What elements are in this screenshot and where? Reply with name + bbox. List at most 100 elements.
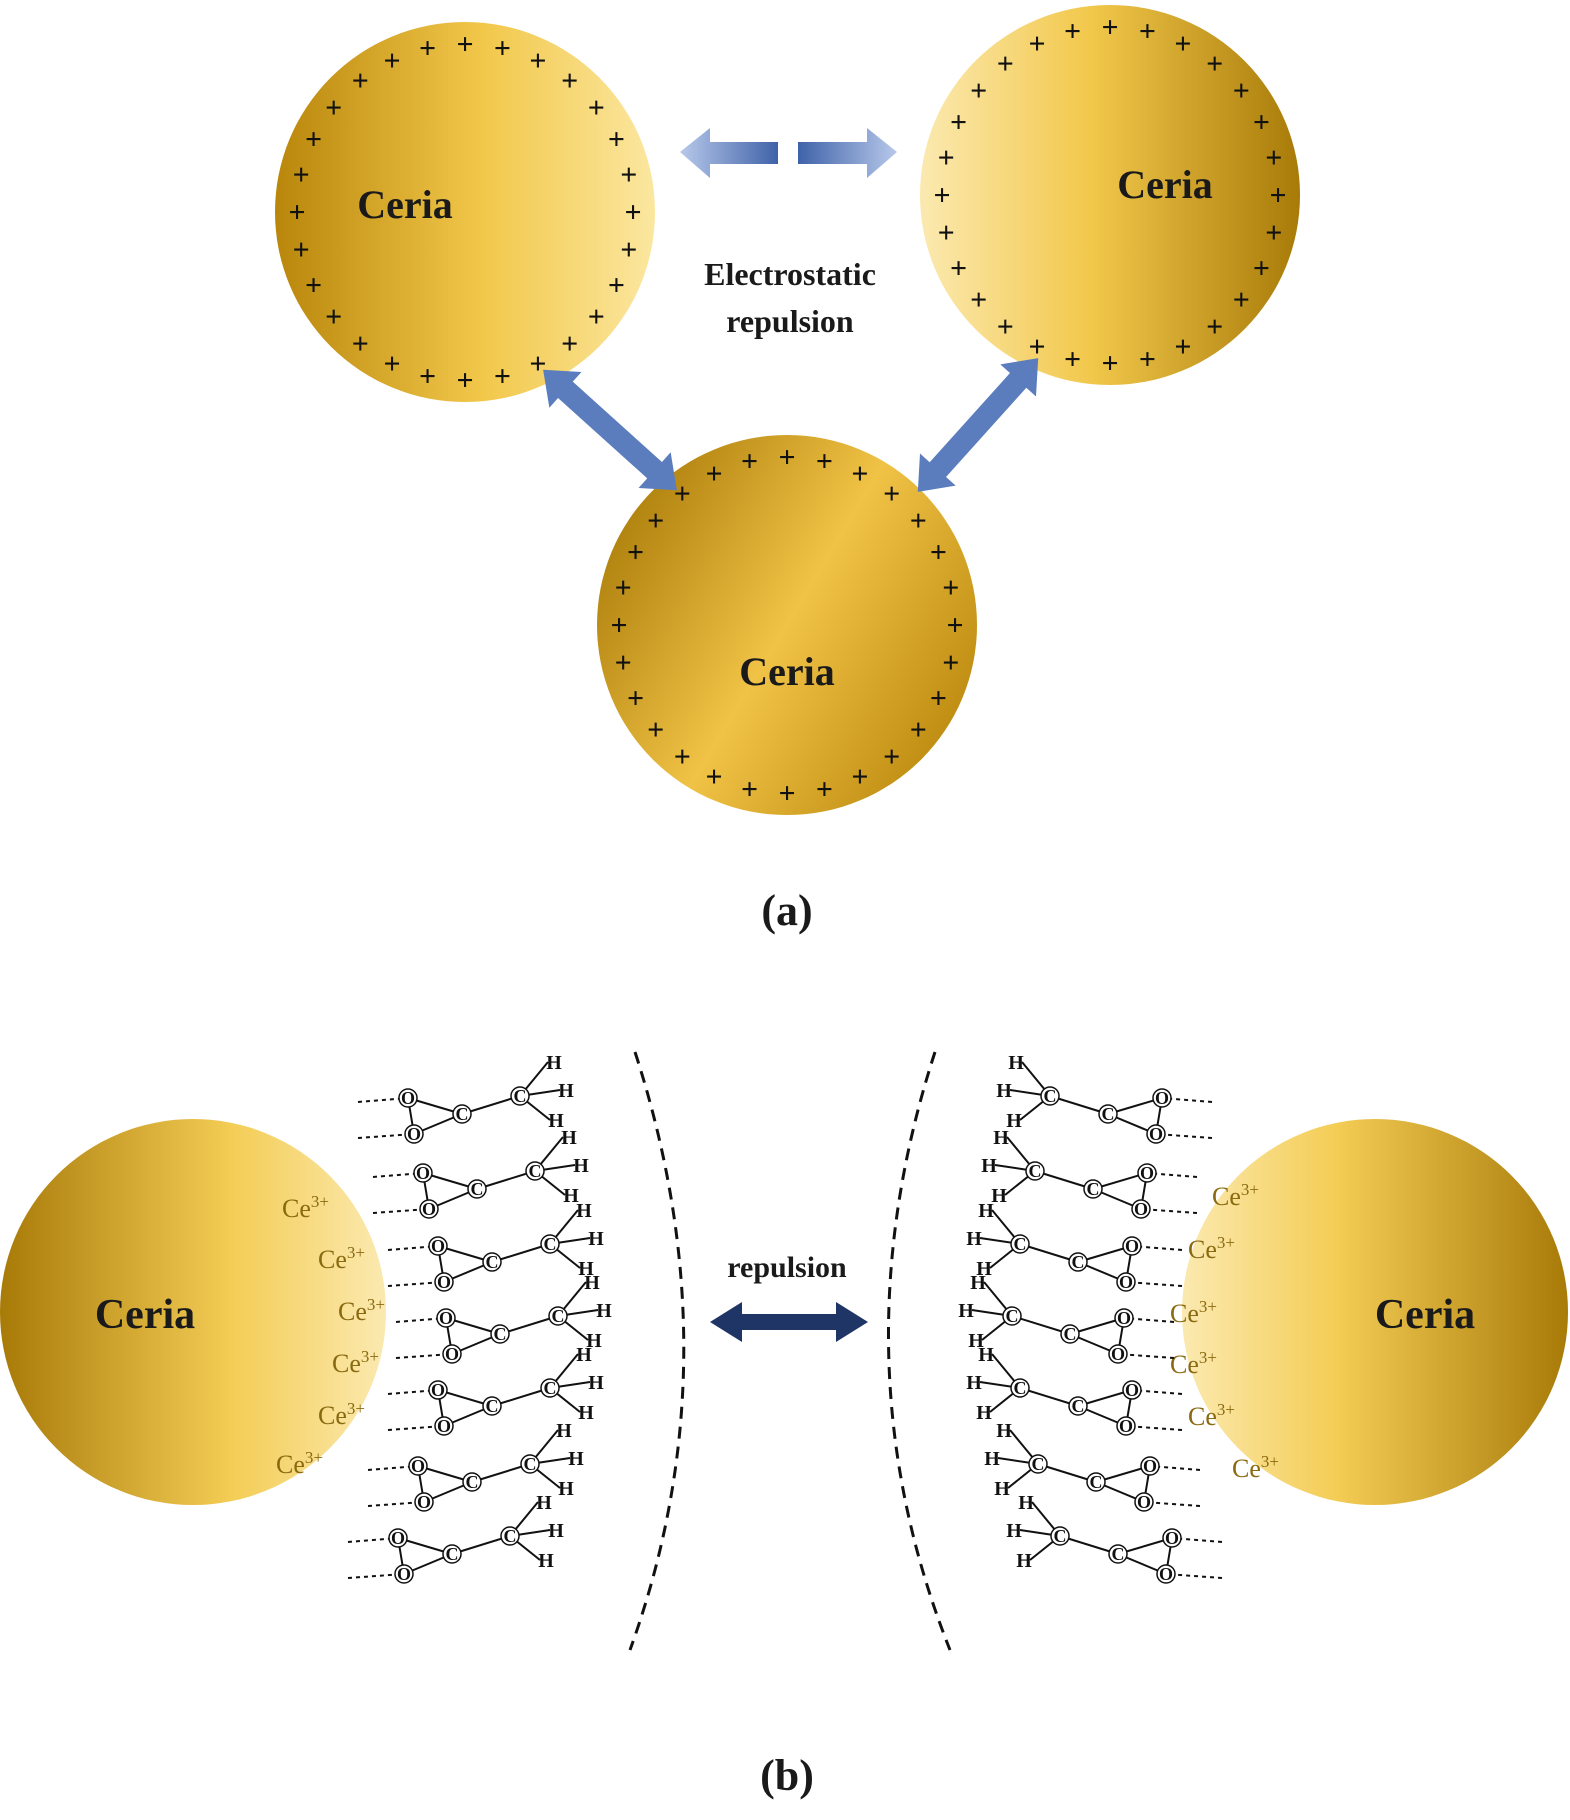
- positive-charge-symbol: +: [1253, 106, 1270, 139]
- hydrogen-atom: H: [596, 1300, 612, 1322]
- repulsion-arrow-b: [710, 1302, 868, 1342]
- positive-charge-symbol: +: [674, 478, 691, 511]
- atom-symbol: C: [514, 1086, 527, 1106]
- positive-charge-symbol: +: [1253, 252, 1270, 285]
- particle-label-top-right: Ceria: [1117, 162, 1213, 207]
- positive-charge-symbol: +: [816, 773, 833, 806]
- atom-symbol: O: [1111, 1344, 1125, 1364]
- oxygen-atom: [398, 1088, 418, 1108]
- carbon-atom: [525, 1161, 545, 1181]
- atom-symbol: O: [1155, 1088, 1169, 1108]
- arrow-right-half: [798, 128, 897, 178]
- repulsion-arrow-horizontal: [680, 128, 897, 178]
- carbon-atom: [520, 1454, 540, 1474]
- hydrogen-atom: H: [991, 1185, 1007, 1207]
- hydrogen-atom: H: [546, 1052, 562, 1074]
- oxygen-atom: [442, 1344, 462, 1364]
- ceria-particle-right: [1182, 1119, 1568, 1505]
- oxygen-atom: [1122, 1380, 1142, 1400]
- positive-charge-symbol: +: [561, 65, 578, 98]
- atom-symbol: C: [529, 1161, 542, 1181]
- atom-symbol: O: [1125, 1380, 1139, 1400]
- positive-charge-symbol: +: [293, 233, 310, 266]
- carbon-atom: [442, 1544, 462, 1564]
- hydrogen-atom: H: [573, 1155, 589, 1177]
- positive-charge-symbol: +: [741, 773, 758, 806]
- positive-charge-symbol: +: [938, 142, 955, 175]
- oxygen-atom: [428, 1236, 448, 1256]
- hydrogen-atom: H: [970, 1272, 986, 1294]
- positive-charge-symbol: +: [706, 458, 723, 491]
- oxygen-atom: [394, 1564, 414, 1584]
- positive-charge-symbol: +: [529, 45, 546, 78]
- positive-charge-symbol: +: [930, 682, 947, 715]
- atom-symbol: O: [416, 1163, 430, 1183]
- oxygen-atom: [1134, 1492, 1154, 1512]
- atom-symbol: O: [1119, 1416, 1133, 1436]
- oxygen-atom: [434, 1272, 454, 1292]
- hydrogen-atom: H: [578, 1258, 594, 1280]
- arrow-left-half: [680, 128, 778, 178]
- interaction-label-b: repulsion: [727, 1251, 847, 1284]
- atom-symbol: C: [1054, 1526, 1067, 1546]
- positive-charge-symbol: +: [293, 159, 310, 192]
- carbon-atom: [1098, 1104, 1118, 1124]
- positive-charge-symbol: +: [706, 760, 723, 793]
- hydrogen-atom: H: [588, 1372, 604, 1394]
- atom-symbol: O: [431, 1380, 445, 1400]
- hydrogen-atom: H: [558, 1478, 574, 1500]
- positive-charge-symbol: +: [997, 48, 1014, 81]
- positive-charge-symbol: +: [588, 91, 605, 124]
- oxygen-atom: [388, 1528, 408, 1548]
- hydrogen-atom: H: [548, 1110, 564, 1132]
- positive-charge-symbol: +: [352, 65, 369, 98]
- positive-charge-symbol: +: [946, 609, 963, 642]
- carbon-atom: [500, 1526, 520, 1546]
- positive-charge-symbol: +: [1269, 179, 1286, 212]
- interaction-label-line1: Electrostatic: [704, 256, 876, 292]
- carbon-atom: [1083, 1179, 1103, 1199]
- carbon-atom: [540, 1234, 560, 1254]
- atom-symbol: C: [524, 1454, 537, 1474]
- carbon-atom: [540, 1378, 560, 1398]
- positive-charge-symbol: +: [305, 123, 322, 156]
- positive-charge-symbol: +: [529, 347, 546, 380]
- oxygen-atom: [1137, 1163, 1157, 1183]
- positive-charge-symbol: +: [938, 216, 955, 249]
- carbon-atom: [452, 1104, 472, 1124]
- hydrogen-atom: H: [548, 1520, 564, 1542]
- positive-charge-symbol: +: [1029, 28, 1046, 61]
- carbon-atom: [1086, 1472, 1106, 1492]
- positive-charge-symbol: +: [627, 536, 644, 569]
- atom-symbol: O: [1165, 1528, 1179, 1548]
- hydrogen-atom: H: [1016, 1550, 1032, 1572]
- carbon-atom: [1108, 1544, 1128, 1564]
- hydrogen-atom: H: [968, 1330, 984, 1352]
- carbon-atom: [462, 1472, 482, 1492]
- hydrogen-atom: H: [966, 1228, 982, 1250]
- atom-symbol: O: [1140, 1163, 1154, 1183]
- positive-charge-symbol: +: [1064, 15, 1081, 48]
- caption-a: (a): [761, 886, 812, 935]
- carbon-atom: [1025, 1161, 1045, 1181]
- positive-charge-symbol: +: [325, 91, 342, 124]
- positive-charge-symbol: +: [647, 504, 664, 537]
- particle-label-top-left: Ceria: [357, 182, 453, 227]
- positive-charge-symbol: +: [561, 327, 578, 360]
- oxygen-atom: [1146, 1124, 1166, 1144]
- positive-charge-symbol: +: [494, 32, 511, 65]
- atom-symbol: C: [466, 1472, 479, 1492]
- oxygen-atom: [414, 1492, 434, 1512]
- hydrogen-atom: H: [588, 1228, 604, 1250]
- repulsion-arrow-right-diagonal: [917, 358, 1039, 492]
- hydrogen-atom: H: [586, 1330, 602, 1352]
- positive-charge-symbol: +: [624, 196, 641, 229]
- atom-symbol: O: [422, 1199, 436, 1219]
- hydrogen-atom: H: [558, 1080, 574, 1102]
- positive-charge-symbol: +: [1139, 343, 1156, 376]
- positive-charge-symbol: +: [456, 364, 473, 397]
- hydrogen-atom: H: [984, 1448, 1000, 1470]
- positive-charge-symbol: +: [419, 32, 436, 65]
- atom-symbol: O: [1143, 1456, 1157, 1476]
